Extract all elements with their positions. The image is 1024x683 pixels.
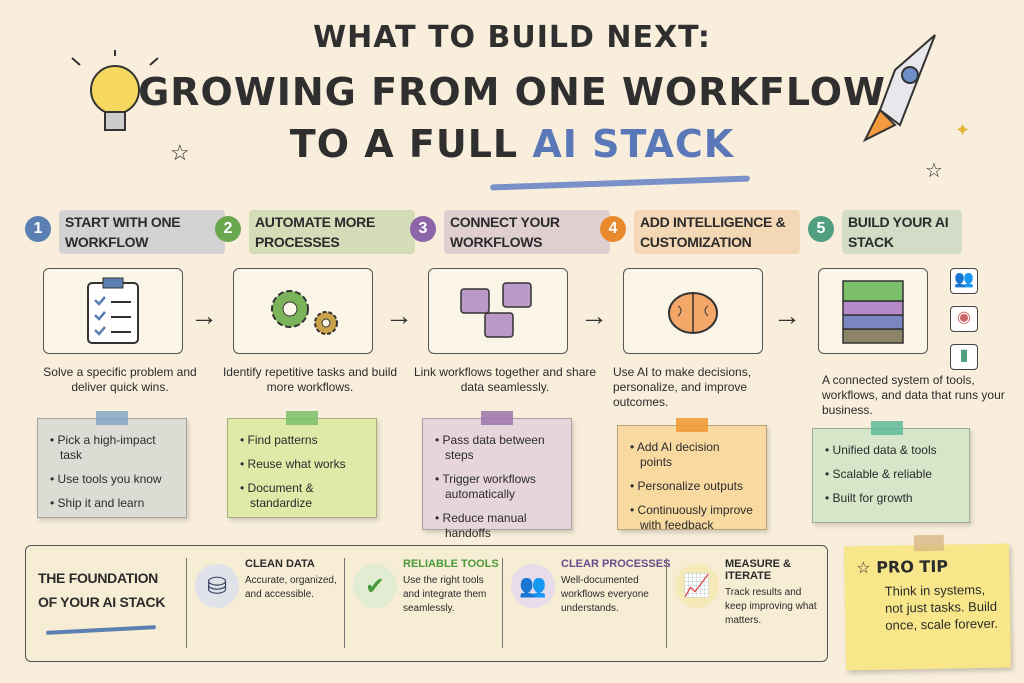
bullet: Unified data & tools <box>825 443 957 458</box>
bullet: Trigger workflows automatically <box>435 472 559 502</box>
bullet: Use tools you know <box>50 472 174 487</box>
step-description: Solve a specific problem and deliver qui… <box>43 365 197 394</box>
layered-stack-icon <box>818 268 928 354</box>
step-4: 4 Add Intelligence & Customization Use AI… <box>600 210 800 532</box>
step-number: 2 <box>215 216 241 242</box>
bullet: Reduce manual handoffs <box>435 511 559 541</box>
gears-icon <box>233 268 373 354</box>
step-title: Build Your AI Stack <box>842 210 962 254</box>
step-number: 3 <box>410 216 436 242</box>
step-number: 1 <box>25 216 51 242</box>
step-description: Use AI to make decisions, personalize, a… <box>613 365 752 409</box>
foundation-item: 📈Measure & IterateTrack results and keep… <box>666 558 827 648</box>
step-2: 2 Automate More Processes Identify repeti… <box>215 210 415 518</box>
step-number: 4 <box>600 216 626 242</box>
item-text: Use the right tools and integrate them s… <box>403 575 487 614</box>
step-description: Link workflows together and share data s… <box>413 365 597 394</box>
tape <box>481 411 513 425</box>
bullet: Reuse what works <box>240 457 364 472</box>
item-title: Reliable Tools <box>403 558 499 570</box>
bullet: Ship it and learn <box>50 496 174 511</box>
brain-icon <box>623 268 763 354</box>
sticky-note: Find patternsReuse what worksDocument & … <box>227 411 377 518</box>
underline <box>45 625 157 635</box>
step-title: Automate More Processes <box>249 210 415 254</box>
bullet: Find patterns <box>240 433 364 448</box>
item-text: Well-documented workflows everyone under… <box>561 575 649 614</box>
tape <box>286 411 318 425</box>
pro-tip-text: Think in systems, not just tasks. Build … <box>884 581 999 633</box>
bullet: Continuously improve with feedback <box>630 503 754 533</box>
foundation-panel: The Foundation of Your AI Stack ⛁ Clean D… <box>25 545 828 662</box>
step-5: 5 Build Your AI Stack 👥 ◉ ▮ A connected s… <box>808 210 1008 523</box>
bullet: Scalable & reliable <box>825 467 957 482</box>
foundation-item: 👥 Clear ProcessesWell-documented workflow… <box>502 558 670 648</box>
arrow-right-icon: → <box>190 300 218 331</box>
sticky-note: Pick a high-impact taskUse tools you kno… <box>37 411 187 518</box>
step-title: Start with One Workflow <box>59 210 225 254</box>
bullet: Pick a high-impact task <box>50 433 174 463</box>
step-title: Add Intelligence & Customization <box>634 210 800 254</box>
sparkle-icon: ✦ <box>955 120 971 140</box>
arrow-right-icon: → <box>385 300 413 331</box>
foundation-title: The Foundation of Your AI Stack <box>38 570 166 610</box>
item-title: Measure & Iterate <box>725 558 792 582</box>
bar-chart-up-icon: 📈 <box>675 564 719 608</box>
foundation-item: ⛁ Clean DataAccurate, organized, and acce… <box>186 558 340 648</box>
shield-check-icon: ✔ <box>353 564 397 608</box>
bullet: Document & standardize <box>240 481 364 511</box>
database-icon: ⛁ <box>195 564 239 608</box>
item-title: Clear Processes <box>561 558 671 570</box>
step-3: 3 Connect Your Workflows Link workflows t… <box>410 210 610 540</box>
sticky-note: Add AI decision pointsPersonalize output… <box>617 418 767 533</box>
bullet: Add AI decision points <box>630 440 754 470</box>
title-line-1: What to Build Next: <box>313 20 711 55</box>
sticky-note: Pass data between stepsTrigger workflows… <box>422 411 572 540</box>
step-description: Identify repetitive tasks and build more… <box>222 365 398 394</box>
bullet: Built for growth <box>825 491 957 506</box>
step-title: Connect Your Workflows <box>444 210 610 254</box>
title-highlight: AI Stack <box>532 122 735 166</box>
item-text: Accurate, organized, and accessible. <box>245 575 337 600</box>
lightbulb-icon <box>71 50 159 131</box>
title-underline <box>489 175 751 191</box>
tape <box>913 534 945 552</box>
users-icon: 👥 <box>950 268 978 294</box>
bullet: Pass data between steps <box>435 433 559 463</box>
pro-tip-title: Pro Tip <box>876 556 949 577</box>
title-line-3-prefix: to a Full <box>289 122 533 166</box>
tape <box>676 418 708 432</box>
rocket-icon <box>862 34 936 143</box>
title-line-2: Growing From One Workflow <box>138 70 886 114</box>
item-title: Clean Data <box>245 558 315 570</box>
arrow-right-icon: → <box>773 300 801 331</box>
title-line-3: to a Full AI Stack <box>0 122 1024 166</box>
people-icon: 👥 <box>511 564 555 608</box>
step-description: A connected system of tools, workflows, … <box>822 373 1005 417</box>
bar-chart-icon: ▮ <box>950 344 978 370</box>
puzzle-pieces-icon <box>428 268 568 354</box>
database-icon: ◉ <box>950 306 978 332</box>
step-1: 1 Start with One Workflow Solve a specifi… <box>25 210 225 518</box>
bullet: Personalize outputs <box>630 479 754 494</box>
tape <box>96 411 128 425</box>
tape <box>871 421 903 435</box>
star-icon: ☆ <box>856 557 877 578</box>
item-text: Track results and keep improving what ma… <box>725 587 817 626</box>
star-icon: ☆ <box>170 140 190 165</box>
sticky-note: Unified data & toolsScalable & reliableB… <box>812 421 970 523</box>
foundation-item: ✔ Reliable ToolsUse the right tools and i… <box>344 558 499 648</box>
pro-tip-note: ☆ Pro Tip Think in systems, not just tas… <box>843 534 1012 671</box>
arrow-right-icon: → <box>580 300 608 331</box>
star-icon: ☆ <box>925 160 943 182</box>
clipboard-checklist-icon <box>43 268 183 354</box>
step-number: 5 <box>808 216 834 242</box>
